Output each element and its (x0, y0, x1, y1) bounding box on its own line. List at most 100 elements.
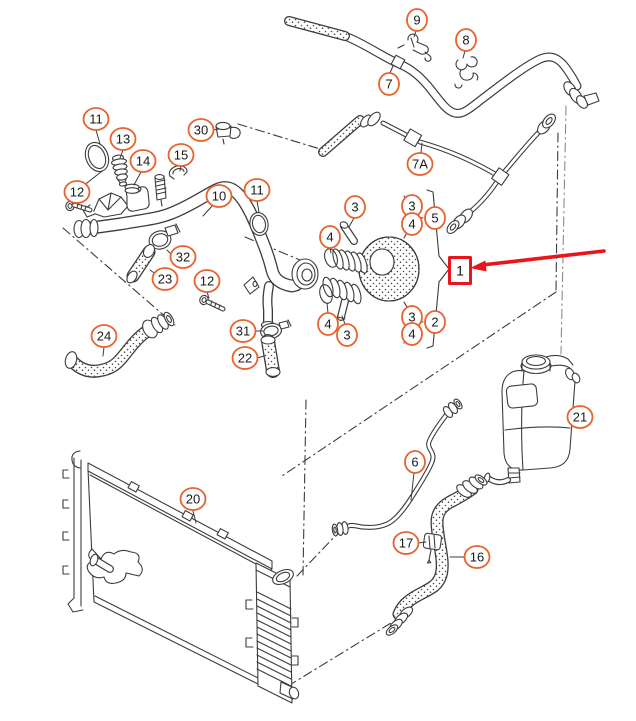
callout-circle[interactable] (153, 268, 178, 290)
callout-circle[interactable] (111, 128, 136, 150)
callout-17[interactable]: 17 (394, 532, 419, 554)
callout-circle[interactable] (169, 144, 194, 166)
leader-line (390, 66, 393, 73)
callout-circle[interactable] (465, 546, 490, 568)
callout-4[interactable]: 4 (320, 226, 340, 248)
callout-15[interactable]: 15 (169, 144, 194, 166)
callout-circle[interactable] (405, 451, 425, 473)
callout-circle[interactable] (425, 207, 445, 229)
callout-circle[interactable] (425, 311, 445, 333)
leader-line (342, 316, 345, 324)
callout-circle[interactable] (379, 73, 399, 95)
clamp-ring-4-upper (322, 247, 339, 269)
oring-11-left-drawing (81, 139, 113, 175)
callout-circle[interactable] (207, 185, 232, 207)
callout-circle[interactable] (345, 196, 365, 218)
callout-4[interactable]: 4 (402, 213, 422, 235)
callout-31[interactable]: 31 (231, 320, 256, 342)
callout-23[interactable]: 23 (153, 268, 178, 290)
highlight-arrow (482, 251, 604, 265)
callout-number: 23 (158, 272, 172, 287)
temp-sensor-13-drawing (111, 154, 128, 186)
callout-circle[interactable] (181, 488, 206, 510)
callout-10[interactable]: 10 (207, 185, 232, 207)
callout-circle[interactable] (131, 150, 156, 172)
callout-22[interactable]: 22 (233, 347, 258, 369)
callout-circle[interactable] (318, 313, 338, 335)
leader-line (411, 473, 414, 500)
bolt-12-right-drawing (198, 294, 223, 309)
callout-circle[interactable] (233, 347, 258, 369)
callout-circle[interactable] (408, 153, 433, 175)
callout-circle[interactable] (407, 9, 427, 31)
callout-circle[interactable] (402, 213, 422, 235)
callout-number: 4 (408, 217, 415, 232)
callout-4[interactable]: 4 (318, 313, 338, 335)
callout-number: 3 (351, 200, 358, 215)
callout-circle[interactable] (65, 181, 90, 203)
highlight-part-1[interactable]: 1 (450, 251, 605, 284)
callout-circle[interactable] (231, 320, 256, 342)
pipe-7a-drawing (323, 110, 558, 236)
highlight-box[interactable] (450, 258, 471, 284)
callout-6[interactable]: 6 (405, 451, 425, 473)
callout-circle[interactable] (92, 325, 117, 347)
callout-circle[interactable] (320, 226, 340, 248)
callout-number: 16 (470, 550, 484, 565)
callout-14[interactable]: 14 (131, 150, 156, 172)
callout-number: 20 (186, 492, 200, 507)
callout-12[interactable]: 12 (195, 270, 220, 292)
callout-13[interactable]: 13 (111, 128, 136, 150)
callout-11[interactable]: 11 (245, 179, 270, 201)
callout-30[interactable]: 30 (189, 119, 214, 141)
callout-21[interactable]: 21 (568, 406, 593, 428)
callout-3[interactable]: 3 (345, 196, 365, 218)
leader-line (134, 172, 141, 185)
callout-number: 4 (326, 230, 333, 245)
bolt-12-left-drawing (66, 201, 90, 210)
callout-number: 12 (200, 274, 214, 289)
clip-8-drawing (455, 57, 478, 88)
stud-drawing (155, 175, 166, 206)
callout-24[interactable]: 24 (92, 325, 117, 347)
callout-circle[interactable] (568, 406, 593, 428)
callout-number: 11 (89, 112, 103, 127)
callout-circle[interactable] (195, 270, 220, 292)
callout-circle[interactable] (456, 29, 476, 51)
callout-20[interactable]: 20 (181, 488, 206, 510)
callout-number: 14 (136, 154, 150, 169)
leader-line (327, 303, 328, 313)
clip-15-drawing (169, 166, 187, 179)
callout-circle[interactable] (402, 323, 422, 345)
callout-5[interactable]: 5 (425, 207, 445, 229)
leader-line (349, 218, 354, 227)
callout-number: 24 (97, 329, 111, 344)
bypass-hose-1-drawing (318, 221, 419, 319)
callout-32[interactable]: 32 (171, 246, 196, 268)
callout-7[interactable]: 7 (379, 73, 399, 95)
callout-circle[interactable] (394, 532, 419, 554)
callout-2[interactable]: 2 (425, 311, 445, 333)
callout-number: 5 (431, 211, 438, 226)
callout-number: 15 (174, 148, 188, 163)
leader-line (120, 150, 123, 158)
callout-11[interactable]: 11 (84, 108, 109, 130)
callout-8[interactable]: 8 (456, 29, 476, 51)
callout-7A[interactable]: 7A (408, 153, 433, 175)
callout-12[interactable]: 12 (65, 181, 90, 203)
hose-7-drawing (289, 21, 599, 113)
callout-circle[interactable] (245, 179, 270, 201)
callout-9[interactable]: 9 (407, 9, 427, 31)
callout-4[interactable]: 4 (402, 323, 422, 345)
callout-circle[interactable] (84, 108, 109, 130)
callout-circle[interactable] (171, 246, 196, 268)
coupling-drawing (292, 259, 318, 289)
callout-number: 9 (413, 13, 420, 28)
callout-circle[interactable] (189, 119, 214, 141)
callout-3[interactable]: 3 (337, 324, 357, 346)
leader-line (203, 205, 213, 216)
callout-16[interactable]: 16 (465, 546, 490, 568)
hose-16-drawing (384, 473, 488, 637)
callout-circle[interactable] (337, 324, 357, 346)
